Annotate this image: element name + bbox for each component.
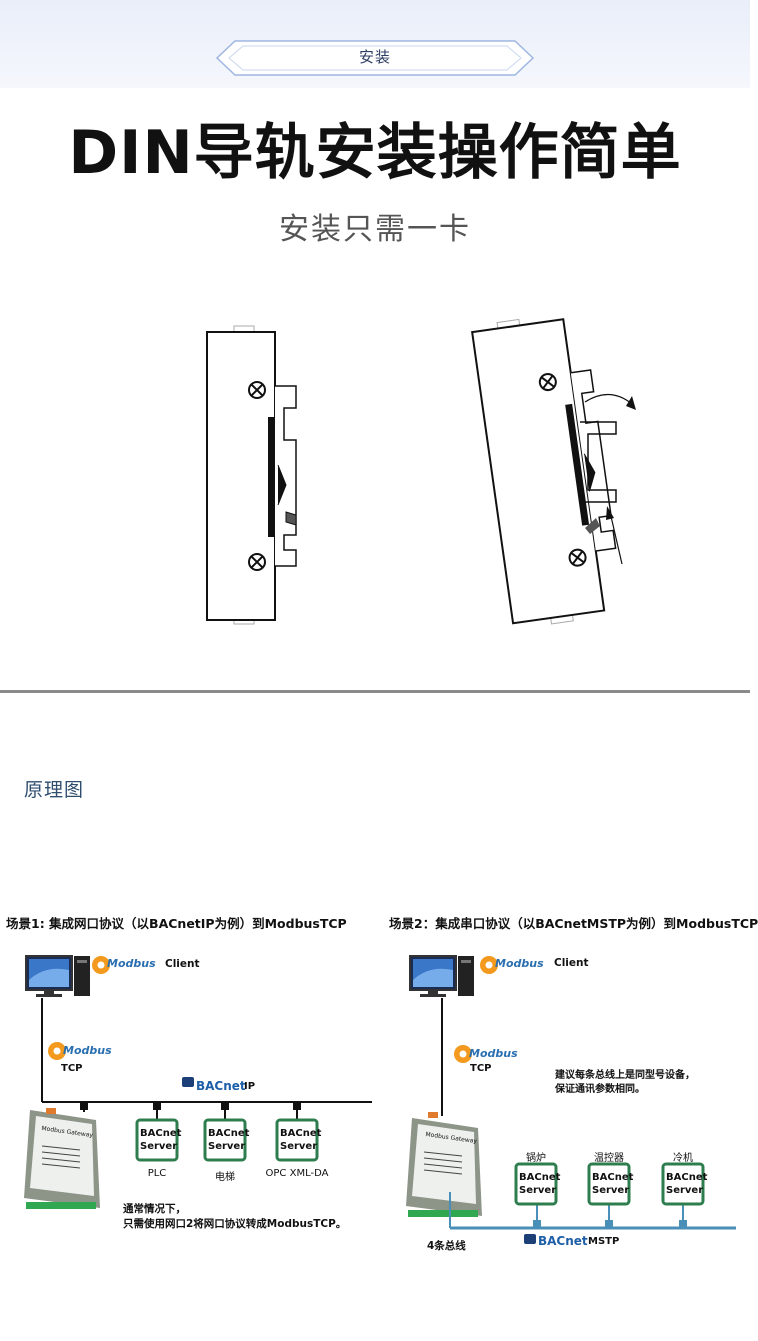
scene1-bacnet-logo-text: BACnet [196,1079,246,1093]
device-tilted [471,318,617,625]
scene1-server-2-line1: BACnet [208,1128,250,1139]
din-rail-installation-drawing [206,318,636,625]
scene2-modbus-logo-text-top: Modbus [495,957,544,970]
scene2-server-1-caption: 锅炉 [526,1153,546,1164]
sub-title: 安装只需一卡 [279,212,471,247]
scene1-server-2-caption: 电梯 [215,1172,235,1183]
scene2-server-3-caption: 冷机 [673,1153,693,1164]
scene1-server-1-line1: BACnet [140,1128,182,1139]
scene2-bus-label: MSTP [588,1236,620,1247]
scene2-server-3-line1: BACnet [666,1172,708,1183]
scene1-pc-icon [25,955,90,997]
scene1-modbus-logo-text-mid: Modbus [63,1044,112,1057]
section-divider [0,690,750,693]
scene2-client-label: Client [554,957,589,969]
scene1-server-1-caption: PLC [147,1168,167,1179]
scene2-server-2-caption: 温控器 [594,1153,624,1164]
scene2-server-2-line2: Server [592,1185,630,1196]
scene1-tcp-label: TCP [61,1063,83,1074]
section-label: 原理图 [24,779,85,801]
scene2-server-1-line1: BACnet [519,1172,561,1183]
device-mounted [206,325,297,625]
topology-diagrams [24,955,736,1244]
scene1-server-1-line2: Server [140,1141,178,1152]
scene1-client-label: Client [165,958,200,970]
scene1-servers [135,1118,319,1162]
scene1-bus-label: IP [244,1081,256,1092]
scene2-modbus-logo-text-mid: Modbus [469,1047,518,1060]
scene2-server-1-line2: Server [519,1185,557,1196]
scene2-server-3-line2: Server [666,1185,704,1196]
scene2-servers [514,1162,705,1206]
scene2-bacnet-logo-text: BACnet [538,1234,588,1248]
scene1-modbus-logo-top [92,956,110,974]
scene1-modbus-logo-mid [48,1042,66,1060]
scene2-modbus-logo-top [480,956,498,974]
scene2-pc-icon [409,955,474,997]
scene2-advice-line1: 建议每条总线上是同型号设备， [555,1070,695,1081]
scene2-tcp-label: TCP [470,1063,492,1074]
main-title: DIN导轨安装操作简单 [68,118,682,188]
scene1-note-line1: 通常情况下， [123,1203,186,1215]
scene2-gateway [406,1112,482,1217]
scene1-note-line2: 只需使用网口2将网口协议转成ModbusTCP。 [123,1218,347,1230]
banner-label: 安装 [358,48,391,66]
scene1-server-3-caption: OPC XML-DA [265,1168,329,1179]
scene2-advice-line2: 保证通讯参数相同。 [555,1084,645,1095]
banner-frame [215,40,535,76]
scene2-modbus-logo-mid [454,1045,472,1063]
scene1-gateway [24,1108,100,1209]
scene1-title: 场景1: 集成网口协议（以BACnetIP为例）到ModbusTCP [6,916,347,931]
scene2-bus-count: 4条总线 [427,1240,466,1252]
scene1-server-2-line2: Server [208,1141,246,1152]
scene2-title: 场景2：集成串口协议（以BACnetMSTP为例）到ModbusTCP [389,916,758,931]
scene1-server-3-line1: BACnet [280,1128,322,1139]
scene1-modbus-logo-text-top: Modbus [107,957,156,970]
scene1-server-3-line2: Server [280,1141,318,1152]
scene2-server-2-line1: BACnet [592,1172,634,1183]
